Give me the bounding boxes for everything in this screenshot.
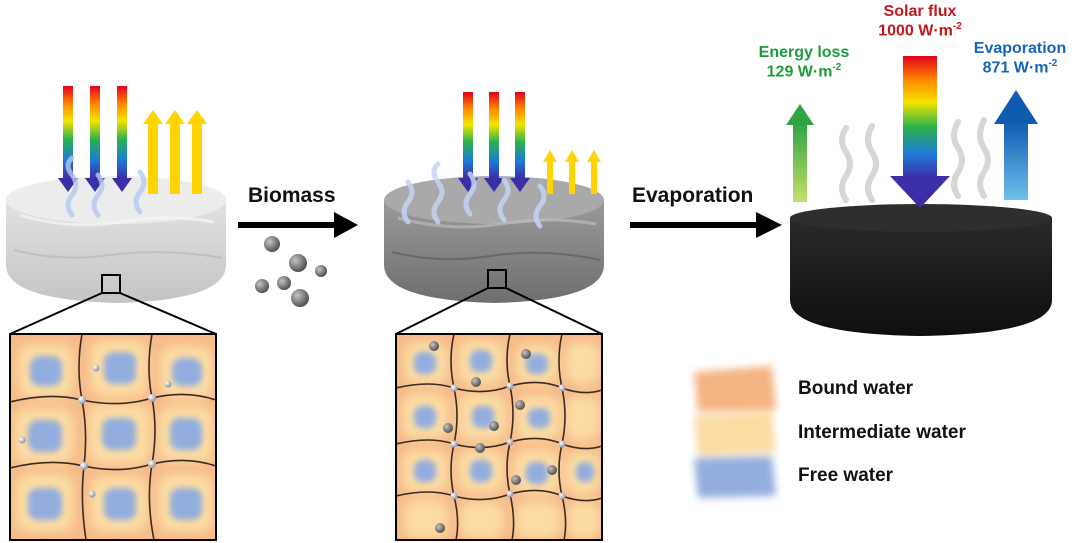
legend-swatches (694, 366, 776, 498)
reflected-light-arrows-middle (543, 150, 601, 194)
step-label-evaporation: Evaporation (632, 184, 754, 207)
solar-flux-title: Solar flux (883, 3, 957, 20)
legend-swatch-bound-water (694, 366, 776, 412)
zoom-lines-middle (395, 287, 603, 335)
incident-light-arrows-middle (458, 92, 530, 192)
reflected-light-arrows-left (143, 110, 207, 194)
pristine-hydrogel (6, 176, 226, 303)
legend-label-free-water: Free water (798, 465, 894, 486)
evaporation-arrow (630, 212, 782, 238)
evaporation-flux-label: Evaporation 871 W·m-2 (963, 40, 1077, 78)
legend-label-bound-water: Bound water (798, 378, 914, 399)
microstructure-inset-pristine (10, 334, 216, 540)
energy-loss-label: Energy loss 129 W·m-2 (745, 44, 863, 82)
energy-loss-arrow (786, 104, 814, 202)
legend-label-intermediate-water: Intermediate water (798, 422, 966, 443)
legend-swatch-free-water (694, 456, 776, 498)
solar-flux-arrow (890, 56, 950, 208)
legend-swatch-intermediate-water (694, 412, 776, 456)
vapor-wisps-middle (401, 161, 547, 229)
zoom-lines-left (9, 292, 217, 335)
biomass-arrow (238, 212, 358, 238)
vapor-wisps-right (839, 117, 991, 203)
inset-frame-left (9, 333, 217, 541)
evaporation-flux-arrow (994, 90, 1038, 200)
microstructure-inset-biomass (396, 334, 602, 540)
inset-frame-middle (395, 333, 603, 541)
energy-loss-value: 129 W·m-2 (766, 62, 842, 81)
solar-flux-label: Solar flux 1000 W·m-2 (855, 3, 985, 41)
biomass-particles (255, 236, 327, 307)
biomass-hydrogel (384, 176, 604, 303)
incident-light-arrows-left (58, 86, 132, 192)
solar-flux-value: 1000 W·m-2 (878, 21, 962, 40)
solar-evaporator (790, 204, 1052, 336)
evaporation-flux-value: 871 W·m-2 (982, 58, 1058, 77)
energy-loss-title: Energy loss (758, 44, 850, 61)
vapor-wisps-left (65, 155, 147, 218)
evaporation-flux-title: Evaporation (973, 40, 1067, 57)
step-label-biomass: Biomass (248, 184, 336, 207)
